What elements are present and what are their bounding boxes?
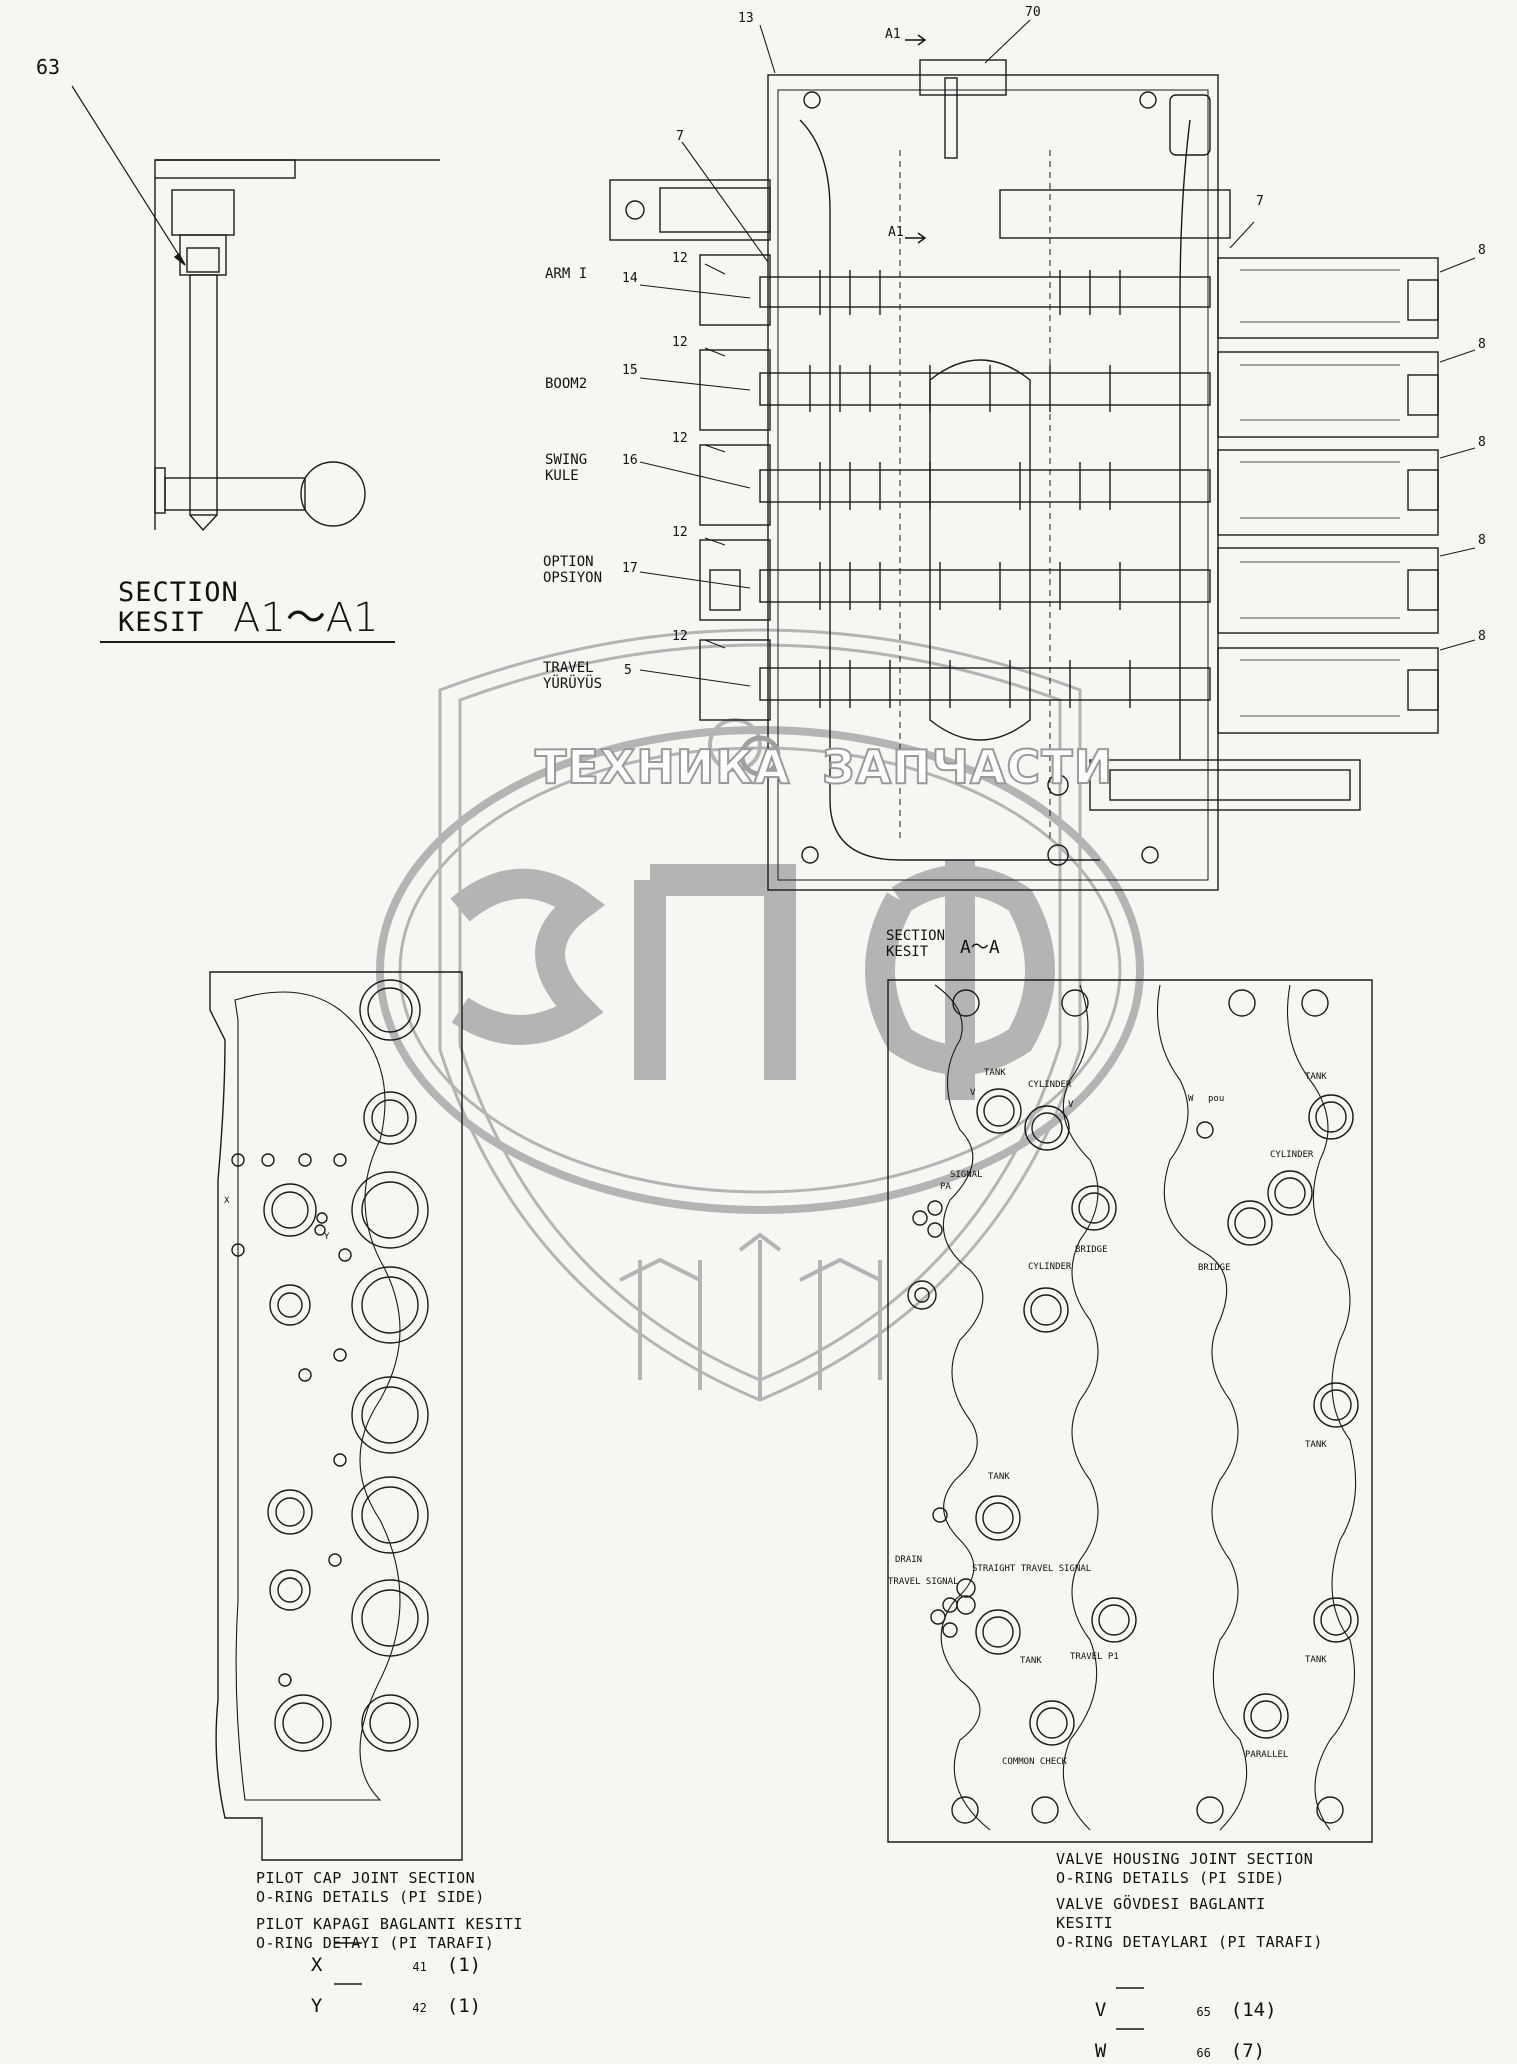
- spool-label-option: OPTION OPSIYON: [543, 554, 603, 586]
- watermark-shield: [376, 628, 1144, 1402]
- port-label-travel-signal: TRAVEL SIGNAL: [888, 1577, 959, 1587]
- callout-right-8c: 8: [1478, 435, 1486, 450]
- callout-left-12a: 12: [672, 251, 688, 266]
- watermark-left: ТЕХНИКА: [534, 739, 791, 795]
- spool-option: [759, 562, 1211, 610]
- port-label-y: Y: [324, 1232, 330, 1242]
- section-aa-code: A～A: [960, 937, 1000, 958]
- caption-pilot-tr: PILOT KAPAGI BAGLANTI KESITI O-RING DETA…: [256, 1915, 523, 1952]
- port-label-common-check: COMMON CHECK: [1002, 1757, 1068, 1767]
- callout-right-8d: 8: [1478, 533, 1486, 548]
- legend-x-letter: X: [310, 1954, 323, 1976]
- callout-70: 70: [1025, 5, 1041, 20]
- port-label-tank2: TANK: [1305, 1072, 1327, 1082]
- callout-right-7: 7: [1256, 194, 1264, 209]
- legend-w-letter: W: [1094, 2040, 1107, 2062]
- spool-number-5: 5: [624, 663, 632, 678]
- port-label-v2: V: [1068, 1100, 1074, 1110]
- spool-boom2: [759, 365, 1211, 412]
- leader-lines: [639, 19, 1476, 687]
- legend-y: Y 42 (1): [288, 1973, 481, 2019]
- watermark-right: ЗАПЧАСТИ: [821, 739, 1114, 795]
- port-label-tank6: TANK: [1305, 1655, 1327, 1665]
- spools: [759, 269, 1400, 717]
- callout-right-8b: 8: [1478, 337, 1486, 352]
- port-label-drain: DRAIN: [895, 1555, 923, 1565]
- legend-y-letter: Y: [310, 1995, 323, 2017]
- caption-valve-en: VALVE HOUSING JOINT SECTION O-RING DETAI…: [1056, 1850, 1314, 1887]
- section-a1-label: SECTION KESIT: [118, 577, 239, 638]
- callout-a1-mid: A1: [888, 225, 904, 240]
- spool-swing: [759, 462, 1211, 510]
- port-label-bridge2: BRIDGE: [1198, 1263, 1231, 1273]
- caption-pilot-en: PILOT CAP JOINT SECTION O-RING DETAILS (…: [256, 1869, 485, 1906]
- pilot-cap-section: [209, 971, 463, 1861]
- section-aa-label: SECTION KESIT: [886, 928, 946, 960]
- port-label-v1: V: [970, 1088, 976, 1098]
- valve-housing-section: [887, 979, 1373, 1843]
- callout-left-12e: 12: [672, 629, 688, 644]
- port-label-cylinder1: CYLINDER: [1028, 1080, 1072, 1090]
- caption-valve-tr: VALVE GÖVDESI BAGLANTI KESITI O-RING DET…: [1056, 1895, 1323, 1951]
- callout-left-12d: 12: [672, 525, 688, 540]
- callout-right-8a: 8: [1478, 243, 1486, 258]
- legend-v-part: 65: [1196, 2005, 1211, 2019]
- legend-v-qty: (14): [1230, 1999, 1277, 2021]
- spool-arm1: [759, 270, 1211, 315]
- callout-63: 63: [36, 55, 61, 79]
- legend-dashes: [334, 1942, 1144, 2030]
- port-label-signal: SIGNAL: [950, 1170, 983, 1180]
- port-label-tank4: TANK: [988, 1472, 1010, 1482]
- port-label-x: X: [224, 1196, 230, 1206]
- valve-housing-ports: [907, 989, 1359, 1824]
- spool-label-swing: SWING KULE: [545, 452, 588, 484]
- port-label-travel-p1: TRAVEL P1: [1070, 1652, 1119, 1662]
- legend-w-part: 66: [1196, 2046, 1211, 2060]
- spool-label-arm1: ARM I: [545, 266, 588, 282]
- spool-label-travel: TRAVEL YÜRÜYÜS: [543, 660, 603, 692]
- port-label-straight-travel-signal: STRAIGHT TRAVEL SIGNAL: [972, 1564, 1092, 1574]
- port-label-tank3: TANK: [1305, 1440, 1327, 1450]
- a1-arrow-mid: [905, 232, 927, 244]
- legend-x-part: 41: [412, 1960, 427, 1974]
- callout-13: 13: [738, 11, 754, 26]
- port-label-cylinder3: CYLINDER: [1270, 1150, 1314, 1160]
- port-label-cylinder2: CYLINDER: [1028, 1262, 1072, 1272]
- port-label-bridge1: BRIDGE: [1075, 1245, 1108, 1255]
- callout-a1-top: A1: [885, 27, 901, 42]
- pilot-cap-ports: [231, 979, 429, 1752]
- spool-number-16: 16: [622, 453, 638, 468]
- spool-travel: [759, 660, 1211, 708]
- legend-y-qty: (1): [446, 1995, 482, 2017]
- spool-label-boom2: BOOM2: [545, 376, 588, 392]
- port-label-tank5: TANK: [1020, 1656, 1042, 1666]
- callout-left-12b: 12: [672, 335, 688, 350]
- callout-left-12c: 12: [672, 431, 688, 446]
- callout-left-7: 7: [676, 129, 684, 144]
- legend-x-qty: (1): [446, 1954, 482, 1976]
- port-label-pa: PA: [940, 1182, 951, 1192]
- spool-number-14: 14: [622, 271, 638, 286]
- control-valve-main: [609, 59, 1439, 891]
- a1-arrow-top: [905, 34, 927, 46]
- legend-y-part: 42: [412, 2001, 427, 2015]
- port-label-parallel: PARALLEL: [1245, 1750, 1289, 1760]
- callout-right-8e: 8: [1478, 629, 1486, 644]
- legend-v: V 65 (14): [1072, 1977, 1277, 2023]
- gear-icon: [739, 735, 781, 777]
- port-label-tank1: TANK: [984, 1068, 1006, 1078]
- spool-number-17: 17: [622, 561, 638, 576]
- spool-number-15: 15: [622, 363, 638, 378]
- legend-w-qty: (7): [1230, 2040, 1266, 2062]
- port-label-pou: pou: [1208, 1094, 1225, 1104]
- legend-w: W 66 (7): [1072, 2018, 1265, 2064]
- section-a1-code: A1～A1: [233, 595, 379, 641]
- legend-x: X 41 (1): [288, 1932, 481, 1978]
- legend-v-letter: V: [1094, 1999, 1107, 2021]
- port-label-w1: W: [1188, 1094, 1194, 1104]
- section-a1-detail: [71, 85, 440, 643]
